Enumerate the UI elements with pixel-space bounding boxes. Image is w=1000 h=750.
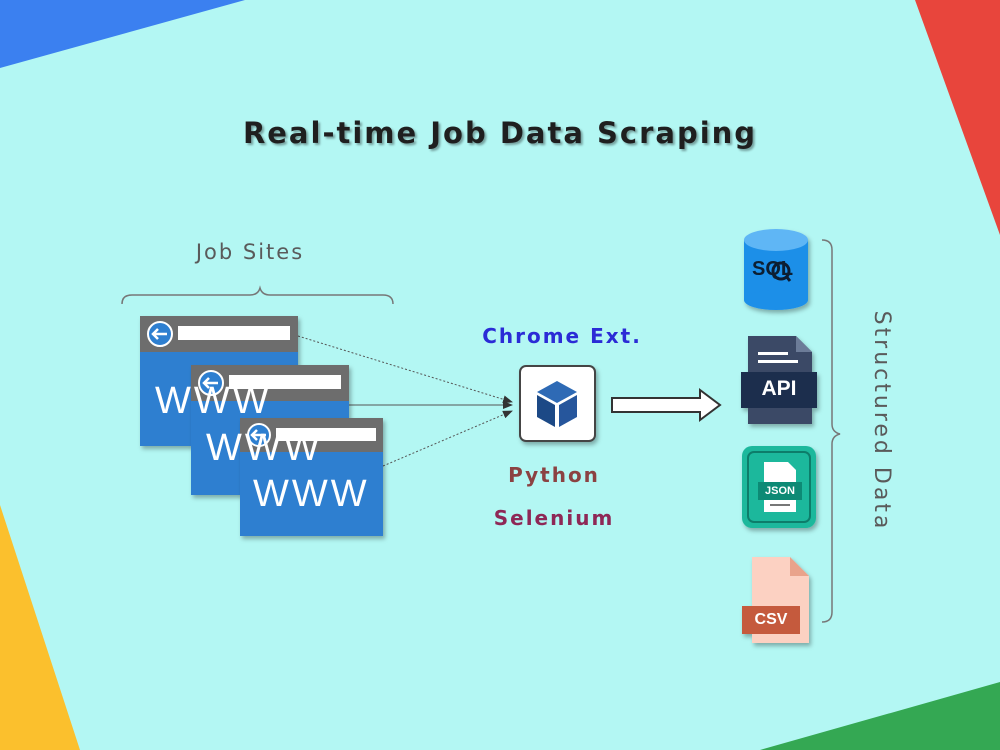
csv-label: CSV	[754, 611, 788, 628]
database-icon	[744, 229, 808, 310]
browser-window-3	[240, 418, 383, 536]
corner-yellow	[0, 505, 80, 750]
chrome-ext-label: Chrome Ext.	[482, 324, 642, 348]
connector-line-1	[297, 335, 513, 404]
browser-text-1: WWW	[155, 380, 272, 422]
structured-data-label: Structured Data	[869, 310, 894, 532]
browser-text-3: WWW	[253, 473, 370, 515]
connector-line-3	[382, 410, 513, 467]
sql-label: SQL	[752, 258, 794, 280]
corner-red	[915, 0, 1000, 235]
browser-text-2: WWW	[206, 427, 323, 469]
job-sites-label: Job Sites	[195, 240, 305, 264]
api-document-icon	[741, 336, 817, 424]
csv-file-icon	[742, 557, 809, 643]
json-label: JSON	[765, 485, 795, 497]
corner-blue	[0, 0, 245, 68]
cube-icon	[519, 365, 596, 442]
job-sites-bracket	[121, 285, 394, 305]
page-title: Real-time Job Data Scraping	[242, 116, 758, 150]
selenium-label: Selenium	[493, 506, 615, 530]
right-arrow-icon	[611, 388, 722, 422]
structured-data-bracket	[821, 239, 841, 623]
json-file-icon	[742, 446, 816, 528]
python-label: Python	[508, 463, 600, 487]
corner-green	[760, 682, 1000, 750]
api-label: API	[761, 377, 797, 400]
